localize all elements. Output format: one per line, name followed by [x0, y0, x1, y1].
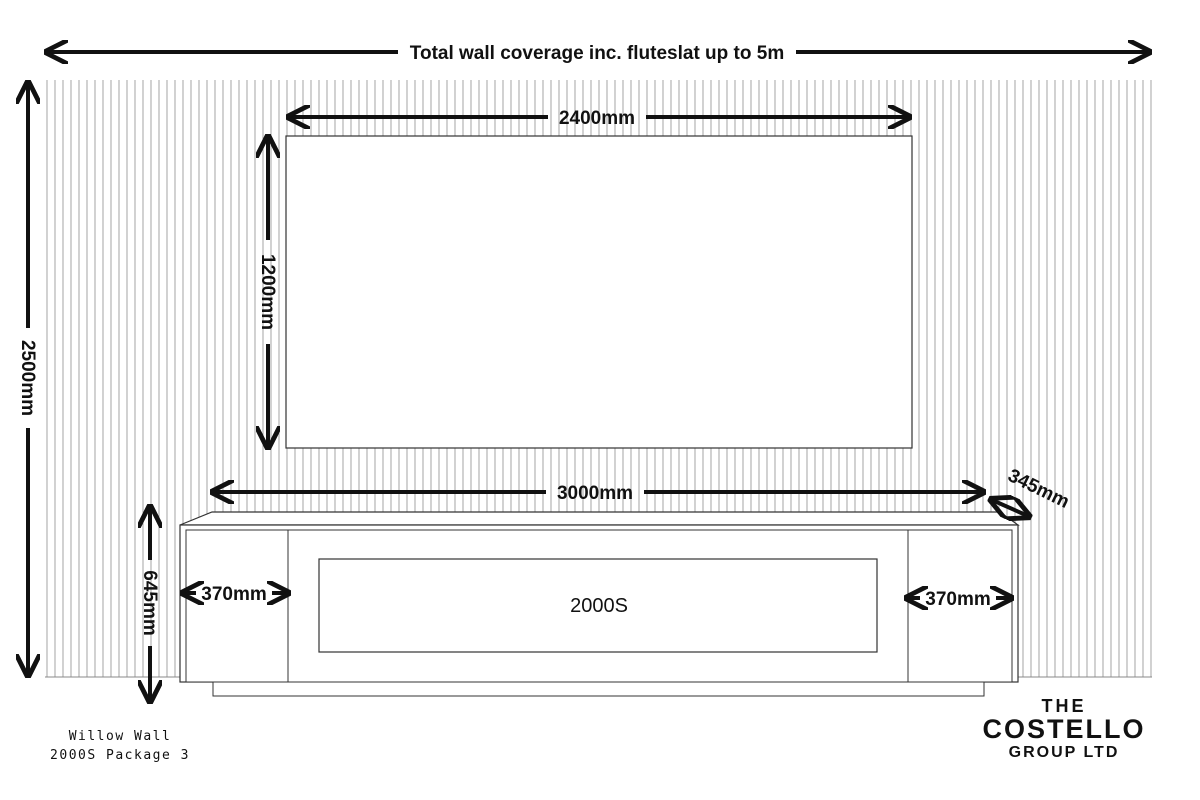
unit-height-label: 645mm	[139, 570, 160, 636]
screen-height-label: 1200mm	[257, 254, 278, 330]
right-cabinet-label: 370mm	[925, 589, 991, 610]
total-wall-label: Total wall coverage inc. fluteslat up to…	[410, 43, 784, 64]
screen-width-label: 2400mm	[559, 108, 635, 129]
center-panel	[318, 558, 878, 653]
tv-unit-plinth	[212, 681, 985, 697]
company-logo: THE COSTELLO GROUP LTD	[983, 696, 1146, 761]
dimension-arrows	[28, 52, 1148, 700]
logo-line-2: COSTELLO	[983, 714, 1146, 744]
tv-screen	[285, 135, 913, 449]
left-cabinet	[185, 529, 289, 683]
caption-line-1: Willow Wall	[69, 729, 172, 744]
tv-unit-model-label: 2000S	[570, 595, 628, 617]
left-cabinet-label: 370mm	[201, 584, 267, 605]
unit-depth-arrow	[992, 500, 1028, 516]
unit-width-label: 3000mm	[557, 483, 633, 504]
caption-line-2: 2000S Package 3	[50, 748, 190, 763]
logo-line-1: THE	[1042, 696, 1087, 716]
wall-height-label: 2500mm	[17, 340, 38, 416]
tv-unit-top	[179, 511, 1020, 526]
logo-line-3: GROUP LTD	[1009, 744, 1120, 761]
tv-unit: 2000S	[179, 511, 1020, 697]
